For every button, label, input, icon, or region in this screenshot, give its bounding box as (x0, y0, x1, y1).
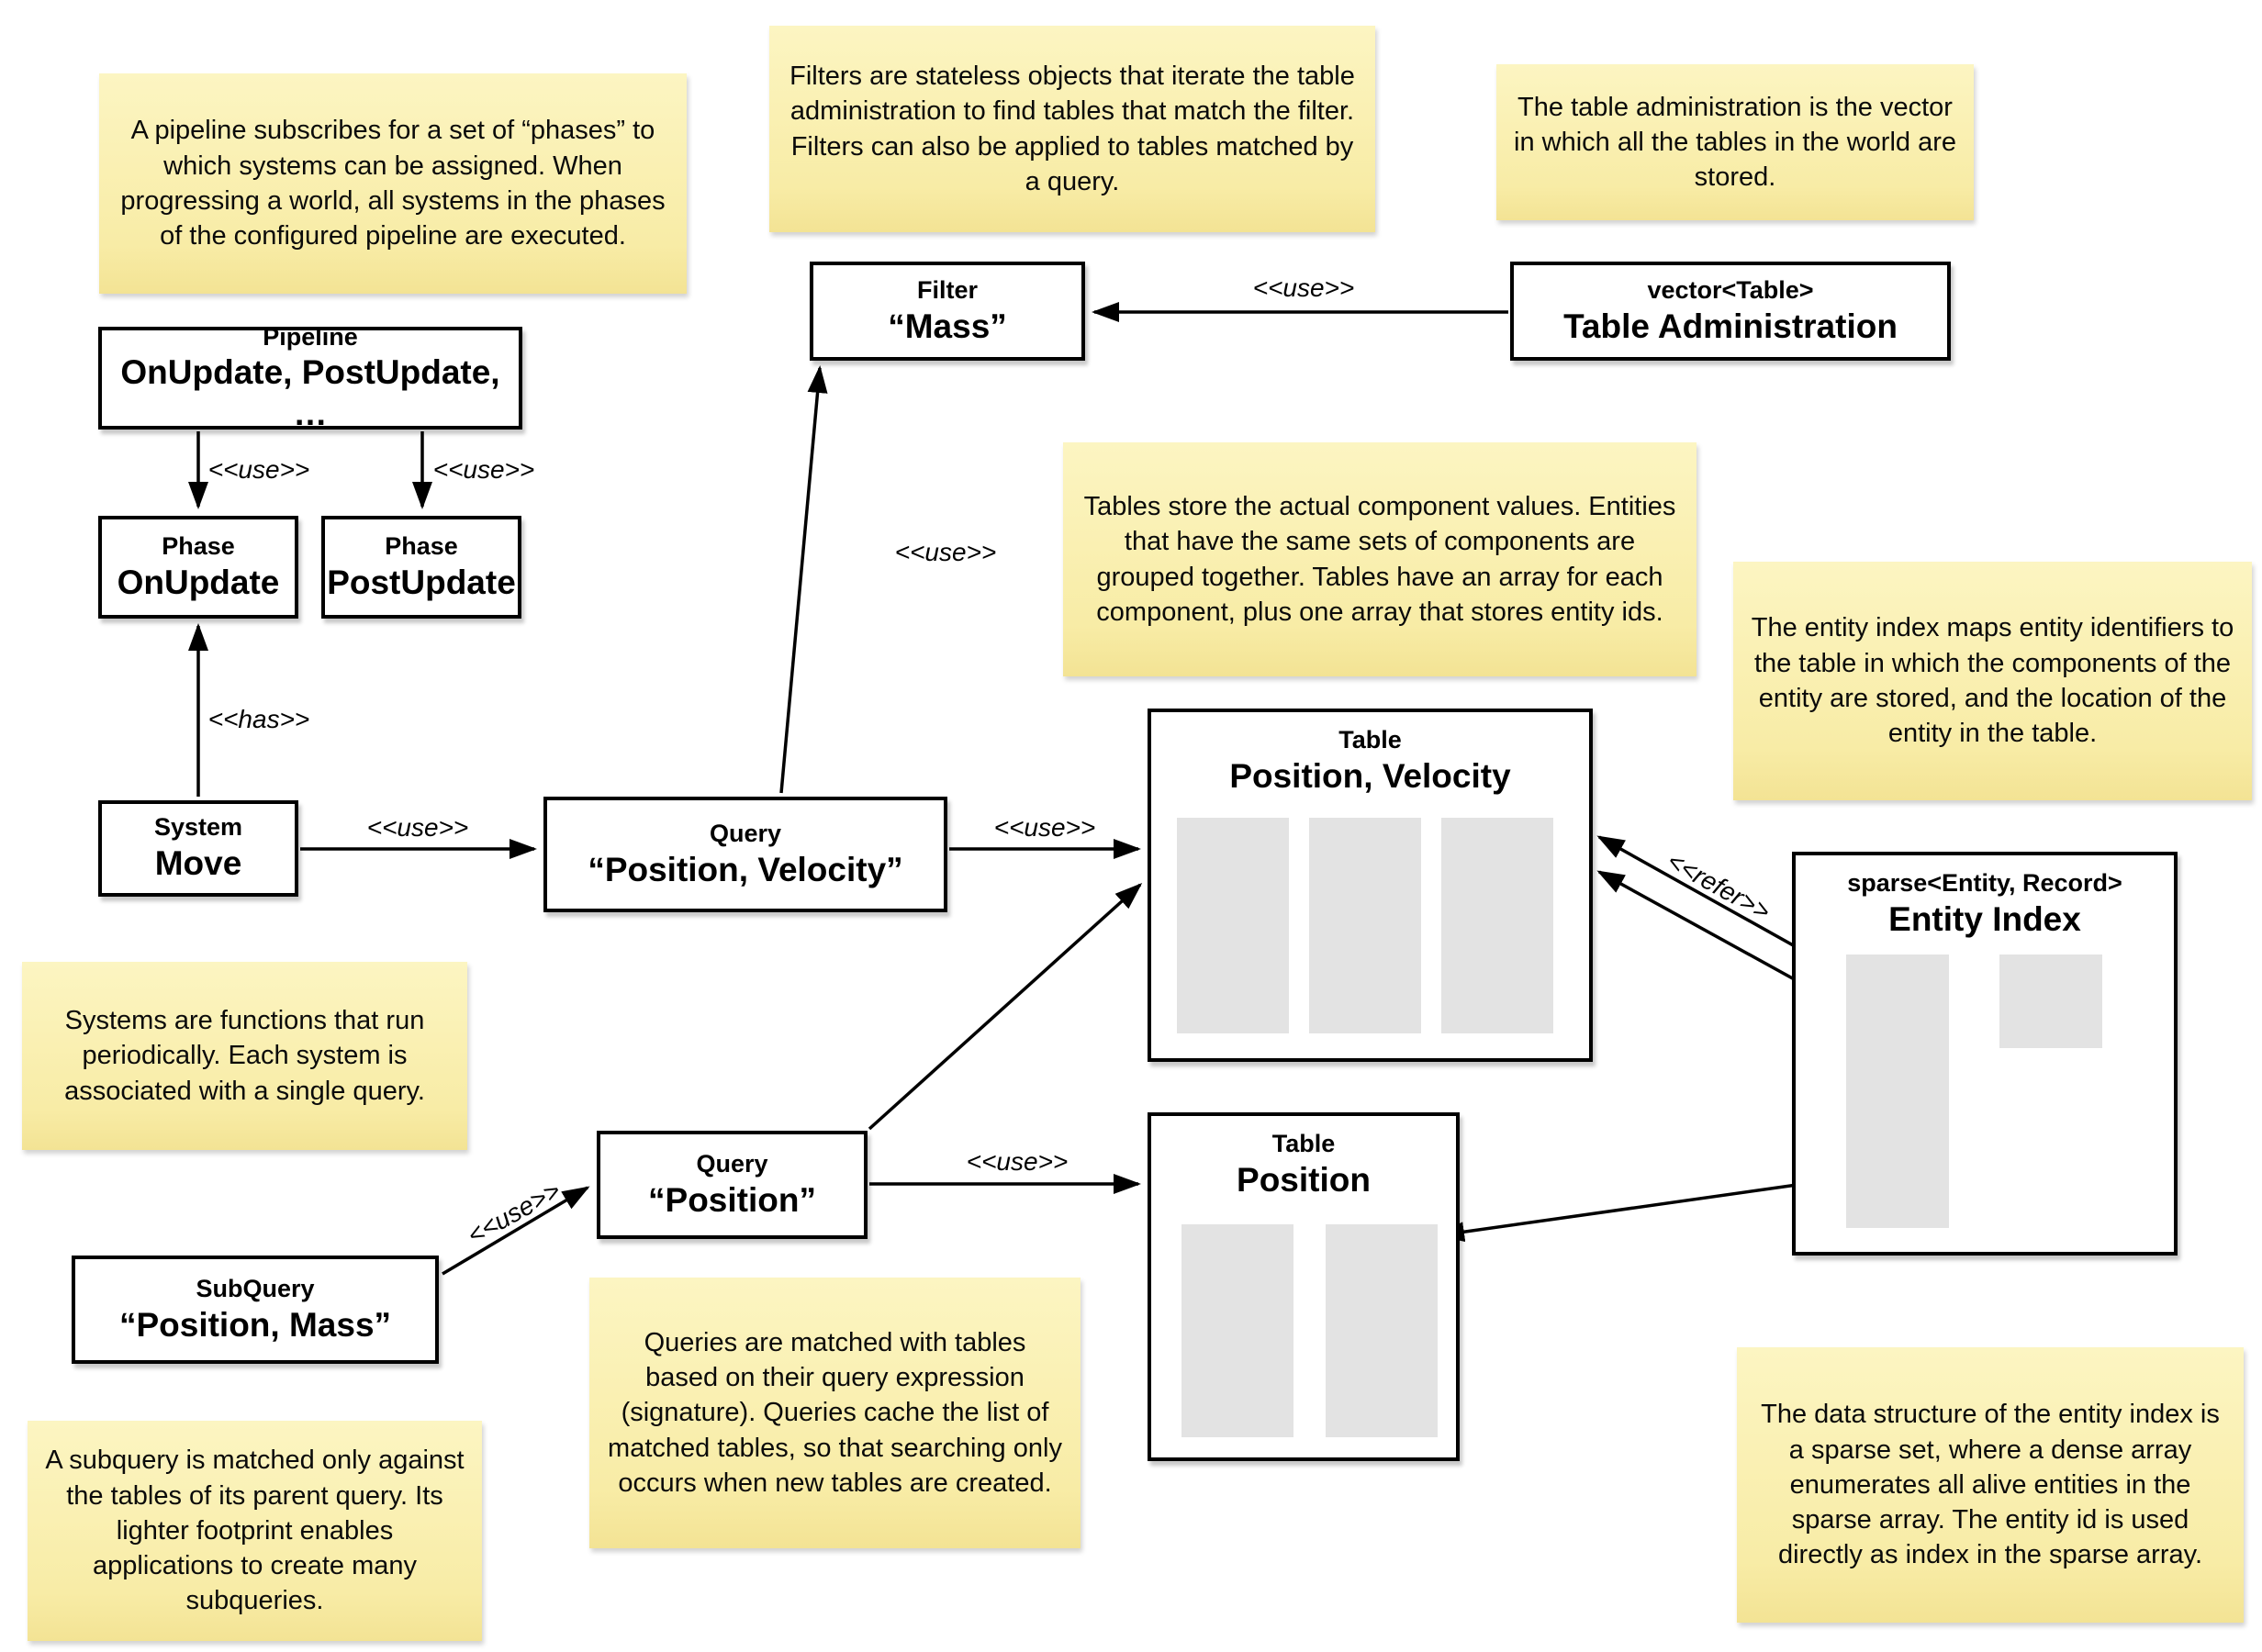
box-phase-postupdate-stereotype: Phase (385, 531, 458, 560)
box-subquery-position-mass: SubQuery “Position, Mass” (72, 1256, 439, 1364)
note-subquery: A subquery is matched only against the t… (28, 1421, 482, 1641)
edge-query-p-to-table-pv (868, 882, 1143, 1131)
note-filters-text: Filters are stateless objects that itera… (789, 61, 1355, 196)
note-tables-text: Tables store the actual component values… (1083, 491, 1676, 627)
box-table-position-name: Position (1237, 1160, 1371, 1199)
edge-label-use: <<use>> (462, 1176, 566, 1250)
box-table-administration: vector<Table> Table Administration (1510, 262, 1951, 361)
edge-label-use: <<use>> (366, 813, 469, 842)
box-phase-onupdate-name: OnUpdate (117, 563, 280, 601)
box-query-position: Query “Position” (597, 1131, 868, 1239)
edge-query-pv-use-filter (779, 365, 828, 794)
note-queries-text: Queries are matched with tables based on… (608, 1327, 1062, 1498)
note-subquery-text: A subquery is matched only against the t… (45, 1446, 465, 1616)
box-subquery-position-mass-stereotype: SubQuery (196, 1274, 315, 1302)
box-query-position-velocity-name: “Position, Velocity” (588, 850, 903, 888)
box-table-administration-name: Table Administration (1563, 307, 1898, 345)
box-system-move-name: Move (154, 844, 242, 883)
box-filter-mass-stereotype: Filter (916, 275, 978, 304)
note-systems: Systems are functions that run periodica… (22, 962, 467, 1150)
note-sparse-set-text: The data structure of the entity index i… (1761, 1400, 2220, 1570)
note-systems-text: Systems are functions that run periodica… (64, 1006, 425, 1106)
box-phase-onupdate-stereotype: Phase (162, 531, 235, 560)
box-pipeline-stereotype: Pipeline (263, 322, 358, 351)
box-system-move-stereotype: System (153, 813, 243, 842)
component-array-column (1309, 818, 1421, 1033)
note-pipeline-text: A pipeline subscribes for a set of “phas… (120, 116, 666, 251)
edge-label-has: <<has>> (207, 705, 310, 733)
edge-label-use: <<use>> (966, 1147, 1069, 1176)
box-table-position: Table Position (1148, 1112, 1460, 1461)
box-entity-index-stereotype: sparse<Entity, Record> (1847, 869, 2122, 897)
note-entity-index: The entity index maps entity identifiers… (1733, 562, 2252, 800)
box-system-move: System Move (98, 800, 298, 897)
box-table-position-velocity-name: Position, Velocity (1229, 756, 1511, 795)
box-pipeline-name: OnUpdate, PostUpdate, … (120, 353, 500, 432)
dense-array-block (1999, 954, 2102, 1048)
entity-id-array-column (1326, 1224, 1438, 1437)
edge-label-refer: <<refer>> (1662, 846, 1775, 926)
box-subquery-position-mass-name: “Position, Mass” (118, 1305, 392, 1344)
box-table-position-velocity-stereotype: Table (1338, 726, 1402, 753)
box-query-position-name: “Position” (648, 1180, 816, 1219)
edge-label-use: <<use>> (894, 538, 997, 566)
box-query-position-velocity: Query “Position, Velocity” (543, 797, 947, 912)
edge-label-use: <<use>> (207, 455, 310, 484)
box-query-position-velocity-stereotype: Query (709, 819, 782, 847)
sparse-array-column (1846, 954, 1949, 1228)
note-pipeline: A pipeline subscribes for a set of “phas… (99, 73, 687, 294)
box-table-position-stereotype: Table (1271, 1130, 1336, 1157)
note-table-administration-text: The table administration is the vector i… (1514, 92, 1956, 193)
box-filter-mass-name: “Mass” (888, 307, 1007, 345)
note-sparse-set: The data structure of the entity index i… (1737, 1347, 2244, 1623)
note-table-administration: The table administration is the vector i… (1496, 64, 1974, 220)
box-query-position-stereotype: Query (696, 1149, 768, 1178)
box-entity-index-name: Entity Index (1888, 899, 2081, 938)
component-array-column (1181, 1224, 1293, 1437)
box-pipeline: Pipeline OnUpdate, PostUpdate, … (98, 323, 522, 432)
box-filter-mass: Filter “Mass” (810, 262, 1085, 361)
note-entity-index-text: The entity index maps entity identifiers… (1751, 613, 2234, 749)
box-phase-postupdate-name: PostUpdate (327, 563, 516, 601)
edge-label-use: <<use>> (432, 455, 535, 484)
note-filters: Filters are stateless objects that itera… (769, 26, 1375, 232)
box-phase-onupdate: Phase OnUpdate (98, 516, 298, 619)
edge-label-use: <<use>> (993, 813, 1096, 842)
box-table-position-velocity: Table Position, Velocity (1148, 709, 1593, 1062)
entity-id-array-column (1441, 818, 1553, 1033)
note-queries: Queries are matched with tables based on… (589, 1278, 1081, 1548)
note-tables: Tables store the actual component values… (1063, 442, 1696, 676)
box-phase-postupdate: Phase PostUpdate (321, 516, 521, 619)
edge-entityindex-refer-table-p (1437, 1177, 1843, 1243)
component-array-column (1177, 818, 1289, 1033)
box-table-administration-stereotype: vector<Table> (1647, 275, 1814, 304)
box-entity-index: sparse<Entity, Record> Entity Index (1792, 852, 2178, 1256)
edge-label-use: <<use>> (1252, 273, 1355, 302)
